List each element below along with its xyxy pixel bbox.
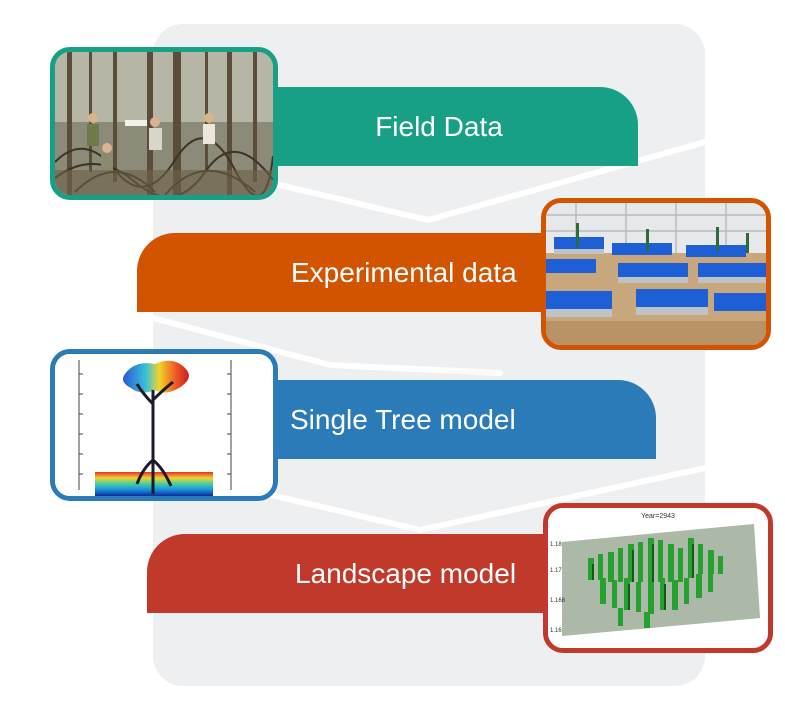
landscape-y-tick: 1.17: [550, 568, 562, 574]
step-label-landscape-model: Landscape model: [295, 557, 517, 589]
step-landscape-model: Landscape model: [147, 534, 605, 613]
landscape-y-tick: 1.16: [550, 628, 562, 634]
step-single-tree-model: Single Tree model: [240, 380, 656, 459]
landscape-model-render: Year=2943 1.18 1.17 1.168 1.16: [543, 503, 773, 653]
landscape-y-tick: 1.168: [550, 598, 566, 604]
landscape-y-tick: 1.18: [550, 542, 562, 548]
landscape-render-title: Year=2943: [641, 513, 675, 520]
step-experimental-data: Experimental data: [137, 233, 605, 312]
field-data-photo: [50, 47, 278, 200]
step-label-experimental-data: Experimental data: [291, 256, 517, 288]
step-label-field-data: Field Data: [375, 110, 503, 142]
single-tree-model-render: [50, 349, 278, 501]
step-field-data: Field Data: [240, 87, 638, 166]
step-label-single-tree-model: Single Tree model: [290, 403, 516, 435]
experimental-data-photo: [541, 198, 771, 350]
